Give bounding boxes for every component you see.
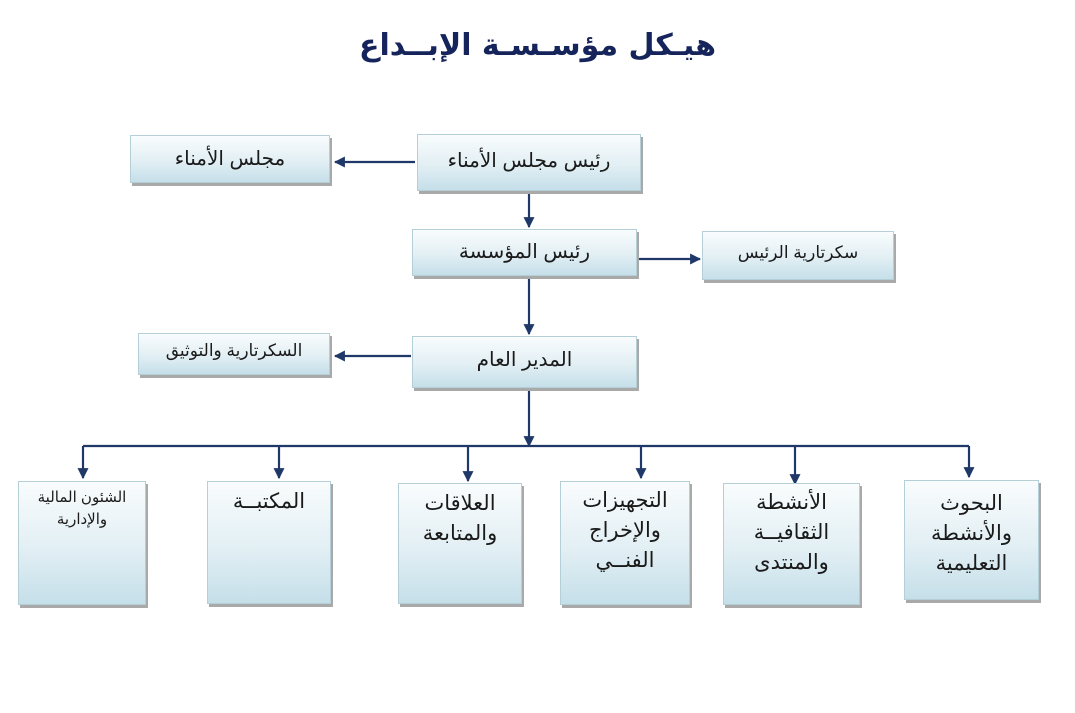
dept-label-line: والإدارية: [56, 511, 108, 528]
dept-label-line: التعليمية: [935, 552, 1008, 575]
node-president-secretariat: سكرتارية الرئيس: [702, 231, 894, 280]
chart-title: هيـكل مؤسـسـة الإبــداع: [358, 28, 717, 63]
node-general-manager: المدير العام: [412, 336, 637, 388]
dept-label-line: والمنتدى: [754, 551, 829, 574]
node-board-chair: رئيس مجلس الأمناء: [417, 134, 641, 191]
dept-label-line: الأنشطة: [756, 491, 827, 514]
node-board: مجلس الأمناء: [130, 135, 330, 183]
node-label: مجلس الأمناء: [174, 148, 286, 170]
dept-label-line: العلاقات: [424, 492, 496, 515]
node-label: رئيس المؤسسة: [458, 241, 591, 263]
node-label: السكرتارية والتوثيق: [165, 341, 303, 360]
node-label: سكرتارية الرئيس: [737, 243, 859, 262]
dept-finance-administration: الشئون المالية والإدارية: [18, 481, 146, 605]
dept-relations-followup: العلاقات والمتابعة: [398, 483, 522, 604]
dept-label-line: والإخراج: [589, 519, 661, 542]
dept-label-line: الشئون المالية: [37, 489, 127, 506]
dept-cultural-forum: الأنشطة الثقافيــة والمنتدى: [723, 483, 860, 605]
dept-label-line: المكتبــة: [232, 490, 306, 513]
dept-research-education: البحوث والأنشطة التعليمية: [904, 480, 1039, 600]
dept-library: المكتبــة: [207, 481, 331, 604]
dept-label-line: والأنشطة: [930, 522, 1013, 545]
node-label: رئيس مجلس الأمناء: [447, 150, 611, 172]
dept-label-line: التجهيزات: [582, 489, 668, 512]
dept-label-line: الفنــي: [595, 549, 655, 572]
dept-equipment-production: التجهيزات والإخراج الفنــي: [560, 481, 690, 605]
dept-label-line: والمتابعة: [422, 522, 498, 545]
dept-label-line: الثقافيــة: [753, 521, 830, 544]
node-secretariat-documentation: السكرتارية والتوثيق: [138, 333, 330, 375]
dept-label-line: البحوث: [940, 492, 1003, 515]
node-label: المدير العام: [476, 349, 573, 371]
node-president: رئيس المؤسسة: [412, 229, 637, 276]
